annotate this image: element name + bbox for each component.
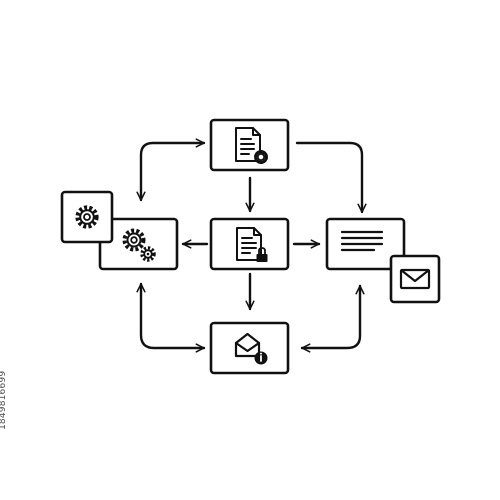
connector-settings-mailinfo: [136, 282, 206, 353]
envelope-icon: [399, 268, 431, 290]
connector-mailinfo-message: [300, 284, 365, 353]
envelope-info-icon: [234, 332, 268, 365]
document-lock-icon: [236, 227, 268, 262]
document-gear-icon: [235, 127, 268, 164]
connector-docsettings-message: [295, 141, 367, 214]
connector-settings-docsettings: [136, 138, 206, 202]
side-stock-id: 1849816699: [0, 370, 8, 430]
gear-icon: [75, 205, 99, 229]
text-lines-icon: [340, 230, 384, 252]
gears-icon: [122, 228, 156, 262]
